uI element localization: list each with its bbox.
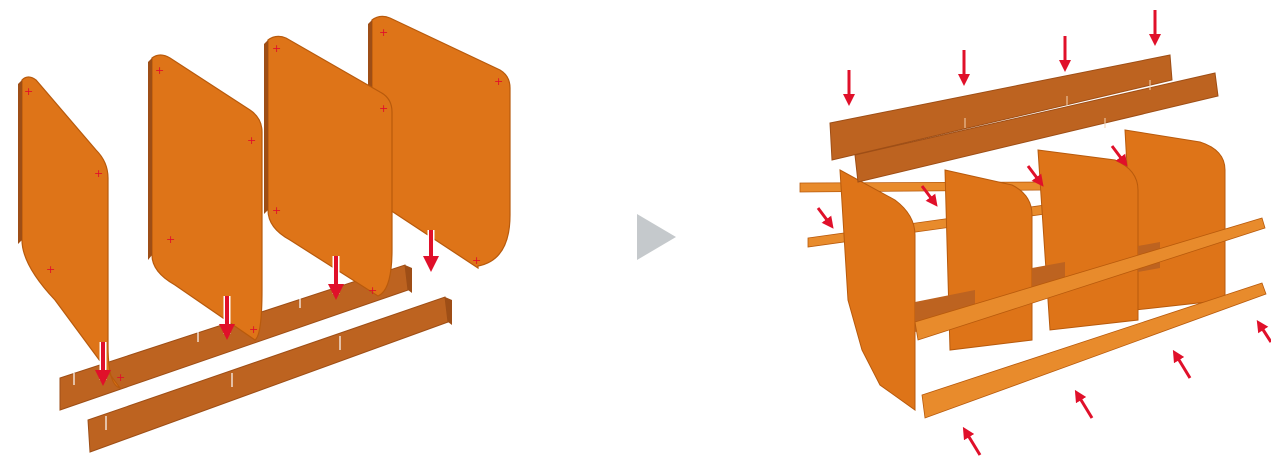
rail-slots bbox=[73, 296, 341, 430]
next-step-triangle-icon bbox=[637, 214, 676, 260]
assembled-panel-3 bbox=[1037, 149, 1139, 331]
svg-text:+: + bbox=[368, 284, 377, 297]
svg-text:+: + bbox=[494, 75, 503, 88]
top-rail-front bbox=[829, 54, 1173, 161]
front-slat-upper bbox=[914, 217, 1266, 341]
svg-text:+: + bbox=[379, 102, 388, 115]
svg-text:+: + bbox=[272, 42, 281, 55]
svg-text:+: + bbox=[24, 85, 33, 98]
assembled-panel-4 bbox=[1124, 129, 1226, 311]
svg-text:+: + bbox=[249, 323, 258, 336]
svg-text:+: + bbox=[166, 233, 175, 246]
svg-text:+: + bbox=[379, 26, 388, 39]
top-rail-slots bbox=[964, 80, 1151, 128]
front-slat-lower bbox=[921, 282, 1267, 419]
svg-text:+: + bbox=[116, 371, 125, 384]
insert-arrows-step-2 bbox=[816, 10, 1271, 456]
svg-text:+: + bbox=[155, 64, 164, 77]
top-rail-back bbox=[854, 72, 1219, 183]
step-2-group bbox=[799, 10, 1271, 456]
svg-text:+: + bbox=[272, 204, 281, 217]
svg-text:+: + bbox=[247, 134, 256, 147]
assembled-panel-1 bbox=[839, 169, 916, 411]
step-1-group: + + + + + + + + + + + + + + bbox=[18, 15, 511, 453]
svg-text:+: + bbox=[94, 167, 103, 180]
side-panel-2: + + + + bbox=[148, 54, 263, 341]
insert-arrows-step-1 bbox=[95, 230, 439, 386]
svg-text:+: + bbox=[472, 254, 481, 267]
svg-text:+: + bbox=[46, 263, 55, 276]
side-panel-1: + + + + bbox=[18, 76, 125, 389]
side-panel-3: + + + + bbox=[264, 35, 393, 297]
